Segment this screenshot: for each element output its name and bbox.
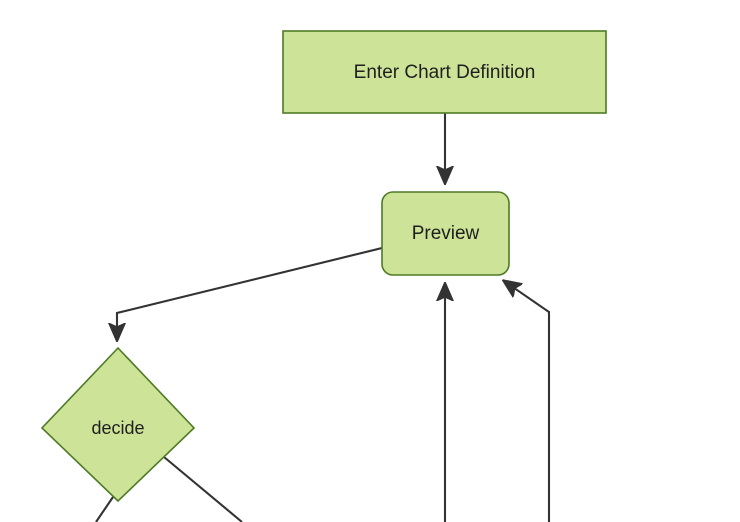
edge-decide-bottom-left	[95, 496, 114, 522]
edge-bottom-right-to-preview	[504, 281, 551, 522]
decide-shape[interactable]	[40, 346, 196, 503]
enter-chart-definition-label: Enter Chart Definition	[354, 62, 536, 83]
preview-shape[interactable]	[381, 191, 510, 276]
preview-label: Preview	[412, 223, 480, 244]
decide-label: decide	[91, 418, 144, 438]
enter-chart-definition-shape[interactable]	[282, 30, 607, 114]
edge-preview-to-decide	[117, 246, 383, 340]
node-enter-chart-definition[interactable]: Enter Chart Definition	[282, 30, 607, 114]
node-preview[interactable]: Preview	[381, 191, 510, 276]
node-decide[interactable]: decide	[40, 346, 196, 503]
edge-decide-bottom-right	[163, 456, 243, 522]
